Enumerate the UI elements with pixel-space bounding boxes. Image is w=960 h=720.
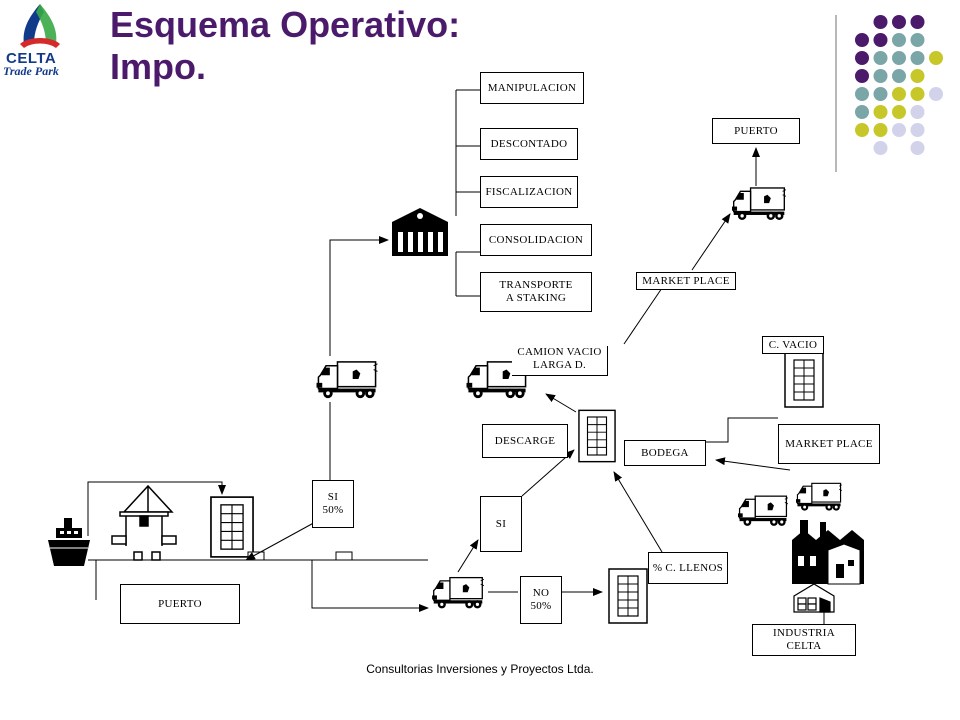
node-puerto-bottom: PUERTO — [120, 584, 240, 624]
decorative-dot — [910, 15, 925, 29]
decorative-dot — [855, 69, 869, 83]
decorative-dot — [892, 33, 906, 47]
node-si: SI — [480, 496, 522, 552]
decorative-dots — [855, 15, 943, 155]
node-c-vacio: C. VACIO — [762, 336, 824, 354]
decorative-dot — [855, 33, 869, 47]
decorative-dot — [892, 69, 906, 83]
decorative-dot — [892, 51, 906, 65]
port-crane-icon — [111, 484, 177, 561]
node-consolidacion: CONSOLIDACION — [480, 224, 592, 256]
node-c-llenos: % C. LLENOS — [648, 552, 728, 584]
node-fiscalizacion: FISCALIZACION — [480, 176, 578, 208]
node-transporte-staking: TRANSPORTE A STAKING — [480, 272, 592, 312]
ship-icon — [48, 518, 90, 566]
node-manipulacion: MANIPULACION — [480, 72, 584, 104]
node-market-place-right: MARKET PLACE — [778, 424, 880, 464]
truck-icon — [316, 361, 378, 399]
decorative-dot — [910, 105, 925, 119]
decorative-dot — [910, 69, 925, 83]
node-si-50: SI 50% — [312, 480, 354, 528]
footer-credit: Consultorias Inversiones y Proyectos Ltd… — [366, 662, 594, 676]
container-icon — [578, 409, 616, 463]
decorative-dot — [873, 51, 888, 65]
decorative-dot — [873, 87, 888, 101]
container-icon — [784, 352, 824, 408]
decorative-dot — [910, 51, 925, 65]
decorative-dot — [910, 123, 925, 137]
node-descontado: DESCONTADO — [480, 128, 578, 160]
decorative-dot — [910, 141, 925, 155]
node-market-place-top: MARKET PLACE — [636, 272, 736, 290]
decorative-dot — [892, 123, 906, 137]
node-bodega: BODEGA — [624, 440, 706, 466]
decorative-dot — [855, 105, 869, 119]
customs-building-icon — [392, 208, 448, 256]
logo-subtitle: Trade Park — [3, 64, 59, 78]
truck-icon — [738, 495, 788, 527]
decorative-dot — [855, 51, 869, 65]
decorative-dot — [873, 123, 888, 137]
decorative-dot — [929, 87, 943, 101]
celta-logo-icon — [20, 4, 60, 48]
truck-icon — [732, 187, 786, 221]
decorative-dot — [855, 87, 869, 101]
decorative-dot — [873, 15, 888, 29]
truck-icon — [796, 482, 842, 512]
truck-icon — [432, 576, 484, 610]
node-camion-vacio: CAMION VACIO LARGA D. — [512, 346, 608, 376]
decorative-dot — [873, 141, 888, 155]
node-puerto-top: PUERTO — [712, 118, 800, 144]
decorative-dot — [892, 87, 906, 101]
decorative-dot — [910, 33, 925, 47]
decorative-dot — [910, 87, 925, 101]
connectors — [87, 89, 825, 624]
decorative-dot — [873, 69, 888, 83]
decorative-dot — [892, 105, 906, 119]
node-industria-celta: INDUSTRIA CELTA — [752, 624, 856, 656]
logo-name: CELTA — [6, 50, 57, 67]
node-descarge: DESCARGE — [482, 424, 568, 458]
decorative-dot — [873, 33, 888, 47]
container-icon — [608, 568, 648, 624]
decorative-dot — [929, 51, 943, 65]
factory-icon — [792, 520, 864, 585]
node-no-50: NO 50% — [520, 576, 562, 624]
page-title: Esquema Operativo: Impo. — [110, 4, 461, 87]
decorative-dot — [873, 105, 888, 119]
warehouse-goods-icon — [793, 583, 835, 613]
container-icon — [210, 496, 254, 558]
decorative-dot — [892, 15, 906, 29]
decorative-dot — [855, 123, 869, 137]
